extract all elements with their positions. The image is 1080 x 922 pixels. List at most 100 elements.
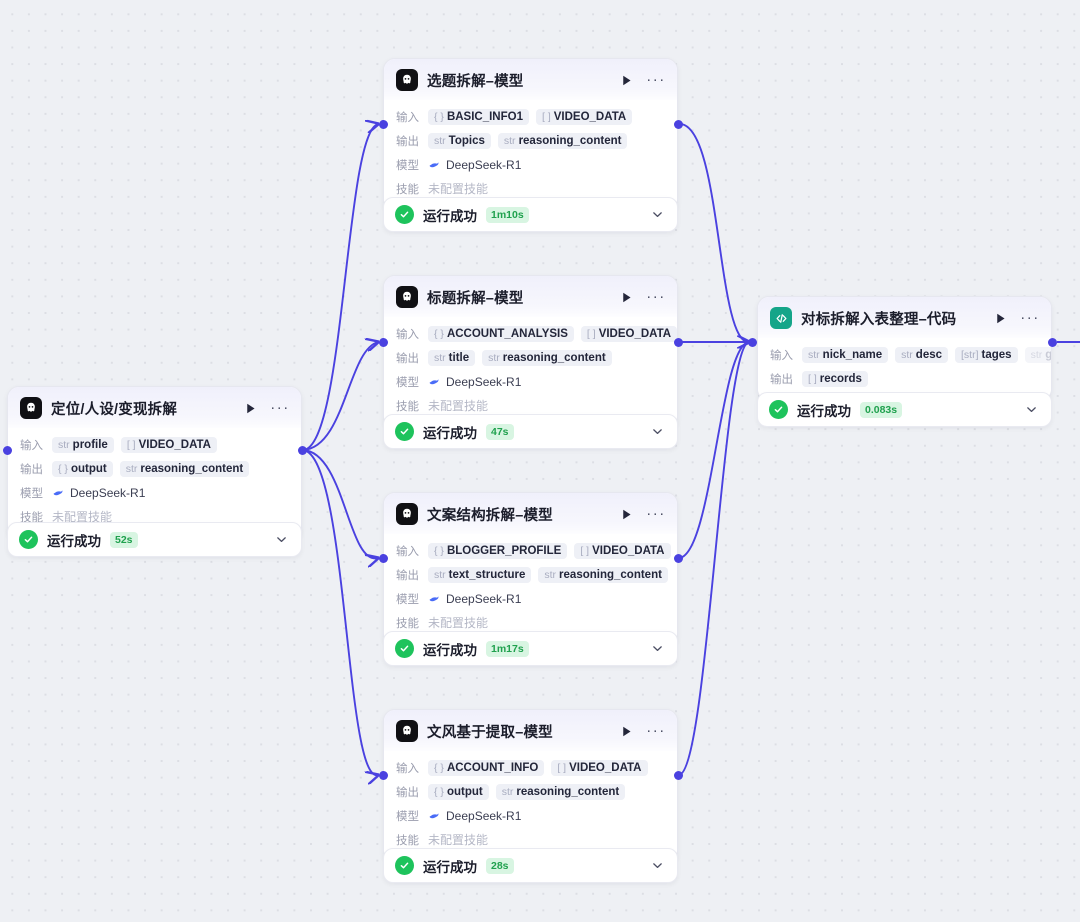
- success-check-icon: [769, 400, 788, 419]
- chip-name: records: [819, 372, 862, 385]
- chevron-down-icon[interactable]: [275, 533, 288, 546]
- node-more-button[interactable]: ···: [646, 71, 666, 88]
- chevron-down-icon[interactable]: [651, 859, 664, 872]
- node-structure[interactable]: 文案结构拆解–模型 ··· 输入 { }BLOGGER_PROFILE [ ]V…: [383, 492, 678, 645]
- io-chip[interactable]: { }output: [428, 783, 489, 800]
- node-port-out[interactable]: [298, 446, 307, 455]
- node-header[interactable]: 标题拆解–模型 ···: [384, 276, 677, 317]
- node-status-positioning[interactable]: 运行成功 52s: [7, 522, 302, 557]
- chip-type: { }: [58, 462, 68, 475]
- chevron-down-icon[interactable]: [651, 642, 664, 655]
- node-port-in[interactable]: [379, 554, 388, 563]
- chevron-down-icon[interactable]: [1025, 403, 1038, 416]
- run-node-button[interactable]: [242, 400, 258, 416]
- node-header[interactable]: 对标拆解入表整理–代码 ···: [758, 297, 1051, 338]
- node-more-button[interactable]: ···: [270, 399, 290, 416]
- node-header[interactable]: 选题拆解–模型 ···: [384, 59, 677, 100]
- chip-name: Topics: [448, 134, 485, 147]
- skill-label: 技能: [396, 617, 419, 630]
- io-chip[interactable]: { }BASIC_INFO1: [428, 108, 529, 125]
- node-status-title[interactable]: 运行成功 47s: [383, 414, 678, 449]
- io-chip[interactable]: { }ACCOUNT_INFO: [428, 759, 545, 776]
- model-label: 模型: [20, 487, 43, 500]
- run-node-button[interactable]: [992, 310, 1008, 326]
- input-label: 输入: [396, 762, 419, 775]
- model-value: DeepSeek-R1: [52, 486, 145, 500]
- node-more-button[interactable]: ···: [1020, 309, 1040, 326]
- node-title: 选题拆解–模型: [427, 73, 524, 90]
- node-topic[interactable]: 选题拆解–模型 ··· 输入 { }BASIC_INFO1 [ ]VIDEO_D…: [383, 58, 678, 211]
- success-check-icon: [395, 205, 414, 224]
- node-more-button[interactable]: ···: [646, 288, 666, 305]
- chip-type: str: [501, 785, 514, 798]
- node-skill-row: 技能 未配置技能: [20, 506, 289, 527]
- io-chip[interactable]: { }BLOGGER_PROFILE: [428, 542, 568, 559]
- chip-name: reasoning_content: [518, 134, 622, 147]
- io-chip[interactable]: [str]tages: [955, 346, 1018, 363]
- deepseek-icon: [429, 379, 439, 385]
- io-chip[interactable]: [ ]VIDEO_DATA: [535, 108, 633, 125]
- chip-type: str: [503, 134, 516, 147]
- chevron-down-icon[interactable]: [651, 208, 664, 221]
- io-chip[interactable]: [ ]records: [802, 370, 868, 387]
- node-header[interactable]: 定位/人设/变现拆解 ···: [8, 387, 301, 428]
- skill-value: 未配置技能: [428, 182, 489, 196]
- node-more-button[interactable]: ···: [646, 722, 666, 739]
- io-chip[interactable]: [ ]VIDEO_DATA: [120, 436, 217, 453]
- node-title: 文案结构拆解–模型: [427, 507, 553, 524]
- deepseek-icon: [429, 162, 439, 168]
- io-chip[interactable]: [ ]VIDEO_DATA: [574, 542, 671, 559]
- skill-value: 未配置技能: [52, 510, 113, 524]
- node-status-topic[interactable]: 运行成功 1m10s: [383, 197, 678, 232]
- run-node-button[interactable]: [618, 289, 634, 305]
- input-label: 输入: [396, 111, 419, 124]
- node-header[interactable]: 文案结构拆解–模型 ···: [384, 493, 677, 534]
- chip-name: desc: [915, 348, 943, 361]
- io-chip[interactable]: { }output: [52, 460, 113, 477]
- node-status-code[interactable]: 运行成功 0.083s: [757, 392, 1052, 427]
- chevron-down-icon[interactable]: [651, 425, 664, 438]
- node-status-structure[interactable]: 运行成功 1m17s: [383, 631, 678, 666]
- node-more-button[interactable]: ···: [646, 505, 666, 522]
- model-label: 模型: [396, 810, 419, 823]
- node-header[interactable]: 文风基于提取–模型 ···: [384, 710, 677, 751]
- node-port-out[interactable]: [674, 338, 683, 347]
- io-chip[interactable]: [ ]VIDEO_DATA: [551, 759, 648, 776]
- run-node-button[interactable]: [618, 506, 634, 522]
- node-style[interactable]: 文风基于提取–模型 ··· 输入 { }ACCOUNT_INFO [ ]VIDE…: [383, 709, 678, 862]
- node-port-out[interactable]: [674, 554, 683, 563]
- run-node-button[interactable]: [618, 72, 634, 88]
- node-title-split[interactable]: 标题拆解–模型 ··· 输入 { }ACCOUNT_ANALYSIS [ ]VI…: [383, 275, 678, 428]
- io-chip-truncated[interactable]: strgend: [1024, 346, 1051, 363]
- io-chip[interactable]: { }ACCOUNT_ANALYSIS: [428, 325, 574, 342]
- chip-type: [ ]: [808, 372, 817, 385]
- node-port-out[interactable]: [674, 120, 683, 129]
- node-port-in[interactable]: [748, 338, 757, 347]
- io-chip[interactable]: [ ]VIDEO_DATA: [580, 325, 677, 342]
- model-name: DeepSeek-R1: [70, 485, 146, 500]
- node-port-out[interactable]: [1048, 338, 1057, 347]
- node-status-style[interactable]: 运行成功 28s: [383, 848, 678, 883]
- node-port-in[interactable]: [379, 120, 388, 129]
- node-port-in[interactable]: [379, 771, 388, 780]
- node-port-in[interactable]: [3, 446, 12, 455]
- node-port-in[interactable]: [379, 338, 388, 347]
- model-name: DeepSeek-R1: [446, 374, 522, 389]
- node-port-out[interactable]: [674, 771, 683, 780]
- run-node-button[interactable]: [618, 723, 634, 739]
